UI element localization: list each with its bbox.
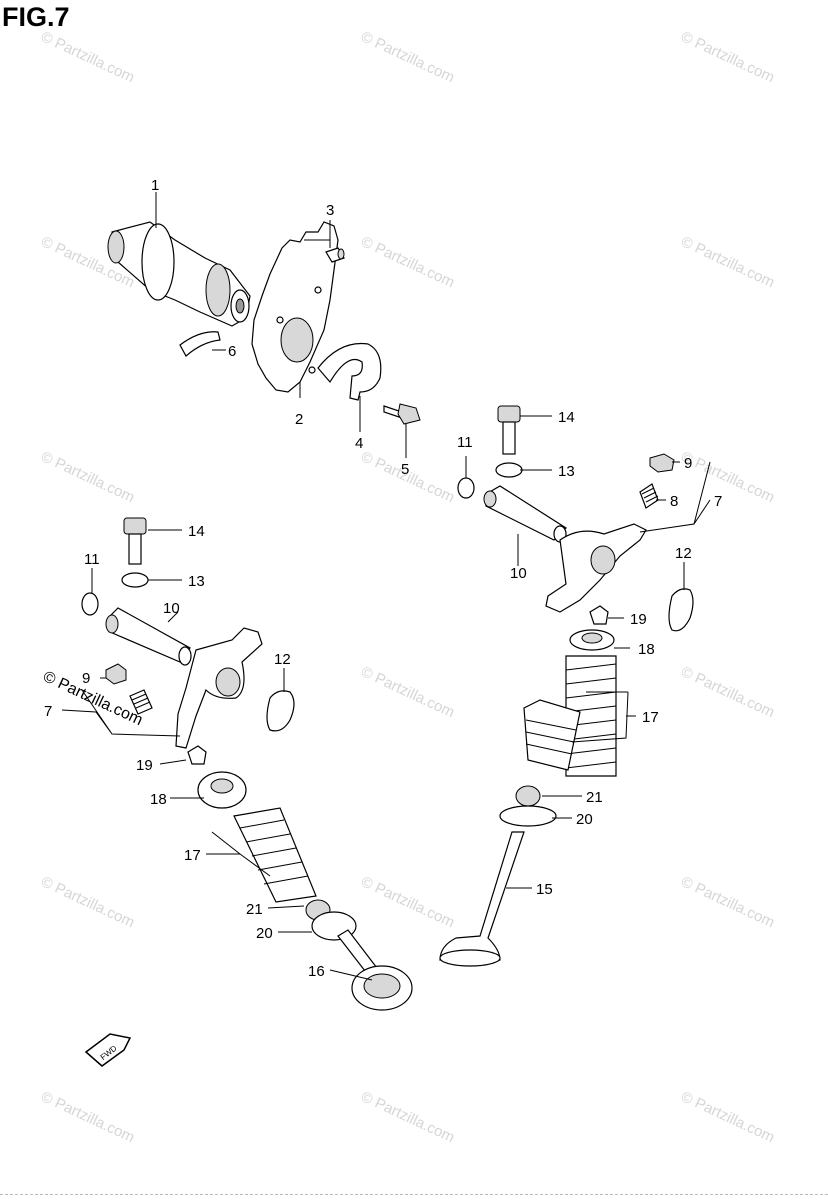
- clip-part[interactable]: [179, 331, 221, 357]
- watermark: © Partzilla.com: [678, 663, 777, 721]
- rocker-arm-part[interactable]: [175, 627, 263, 749]
- callout-13[interactable]: 13: [558, 463, 575, 480]
- callout-14[interactable]: 14: [188, 523, 205, 540]
- footer-divider: [0, 1194, 828, 1195]
- rocker-shaft-part[interactable]: [483, 485, 567, 543]
- callout-labels: 1 3 6 2 4 5 14 13 11 9 8 7 12 10 19 18 1…: [44, 177, 722, 980]
- valve-cotter-part[interactable]: [187, 745, 207, 765]
- callout-19[interactable]: 19: [630, 611, 647, 628]
- exhaust-valve-part[interactable]: [439, 831, 525, 967]
- watermark: © Partzilla.com: [358, 233, 457, 291]
- watermark: © Partzilla.com: [358, 1088, 457, 1146]
- leader-lines: [61, 192, 711, 981]
- callout-5[interactable]: 5: [401, 461, 409, 478]
- washer-part[interactable]: [495, 462, 523, 478]
- watermark: © Partzilla.com: [38, 1088, 137, 1146]
- watermark-dark: © Partzilla.com: [40, 668, 145, 729]
- watermark: © Partzilla.com: [678, 448, 777, 506]
- watermark: © Partzilla.com: [358, 28, 457, 86]
- callout-12[interactable]: 12: [274, 651, 291, 668]
- callout-6[interactable]: 6: [228, 343, 236, 360]
- cam-sprocket-part[interactable]: [251, 221, 339, 393]
- watermark: © Partzilla.com: [678, 28, 777, 86]
- rocker-shaft-part[interactable]: [105, 607, 192, 666]
- o-ring-part[interactable]: [81, 592, 99, 616]
- watermark: © Partzilla.com: [38, 873, 137, 931]
- spring-retainer-part[interactable]: [569, 629, 615, 651]
- callout-16[interactable]: 16: [308, 963, 325, 980]
- camshaft-part[interactable]: [107, 221, 251, 327]
- valve-spring-part[interactable]: [233, 807, 317, 903]
- watermark: © Partzilla.com: [678, 873, 777, 931]
- gasket-part[interactable]: [266, 690, 295, 732]
- callout-7[interactable]: 7: [714, 493, 722, 510]
- callout-21[interactable]: 21: [586, 789, 603, 806]
- callout-14[interactable]: 14: [558, 409, 575, 426]
- bracket-part[interactable]: [317, 342, 382, 401]
- callout-20[interactable]: 20: [576, 811, 593, 828]
- callout-2[interactable]: 2: [295, 411, 303, 428]
- valve-seal-part[interactable]: [515, 785, 541, 807]
- watermark: © Partzilla.com: [38, 448, 137, 506]
- callout-9[interactable]: 9: [684, 455, 692, 472]
- rocker-arm-part[interactable]: [545, 523, 647, 613]
- o-ring-part[interactable]: [457, 477, 475, 499]
- watermark: © Partzilla.com: [358, 873, 457, 931]
- callout-11[interactable]: 11: [457, 434, 473, 451]
- pin-part[interactable]: [325, 247, 345, 263]
- callout-9[interactable]: 9: [82, 670, 90, 687]
- intake-valve-part[interactable]: [337, 929, 413, 1011]
- callout-7[interactable]: 7: [44, 703, 52, 720]
- bolt-part[interactable]: [123, 517, 147, 565]
- bolt-part[interactable]: [497, 405, 521, 455]
- spring-seat-part[interactable]: [499, 805, 557, 827]
- callout-17[interactable]: 17: [184, 847, 201, 864]
- callout-21[interactable]: 21: [246, 901, 263, 918]
- callout-18[interactable]: 18: [638, 641, 655, 658]
- fwd-arrow-icon: FWD: [84, 1033, 132, 1067]
- callout-20[interactable]: 20: [256, 925, 273, 942]
- watermark: © Partzilla.com: [678, 1088, 777, 1146]
- valve-spring-outer-part[interactable]: [523, 699, 581, 771]
- callout-1[interactable]: 1: [151, 177, 159, 194]
- washer-part[interactable]: [121, 572, 149, 588]
- callout-17[interactable]: 17: [642, 709, 659, 726]
- bolt-part[interactable]: [383, 403, 421, 425]
- callout-18[interactable]: 18: [150, 791, 167, 808]
- adjust-screw-part[interactable]: [129, 689, 153, 715]
- callout-10[interactable]: 10: [510, 565, 527, 582]
- nut-part[interactable]: [105, 663, 127, 685]
- callout-12[interactable]: 12: [675, 545, 692, 562]
- callout-10[interactable]: 10: [163, 600, 180, 617]
- watermark: © Partzilla.com: [678, 233, 777, 291]
- callout-19[interactable]: 19: [136, 757, 153, 774]
- callout-8[interactable]: 8: [670, 493, 678, 510]
- gasket-part[interactable]: [668, 588, 694, 632]
- callout-11[interactable]: 11: [84, 551, 100, 568]
- callout-13[interactable]: 13: [188, 573, 205, 590]
- watermark: © Partzilla.com: [38, 28, 137, 86]
- nut-part[interactable]: [649, 453, 675, 473]
- callout-4[interactable]: 4: [355, 435, 363, 452]
- callout-3[interactable]: 3: [326, 202, 334, 219]
- figure-title: FIG.7: [2, 2, 70, 32]
- valve-cotter-part[interactable]: [589, 605, 609, 625]
- callout-15[interactable]: 15: [536, 881, 553, 898]
- adjust-screw-part[interactable]: [639, 483, 659, 509]
- watermark: © Partzilla.com: [358, 663, 457, 721]
- spring-retainer-part[interactable]: [197, 771, 247, 809]
